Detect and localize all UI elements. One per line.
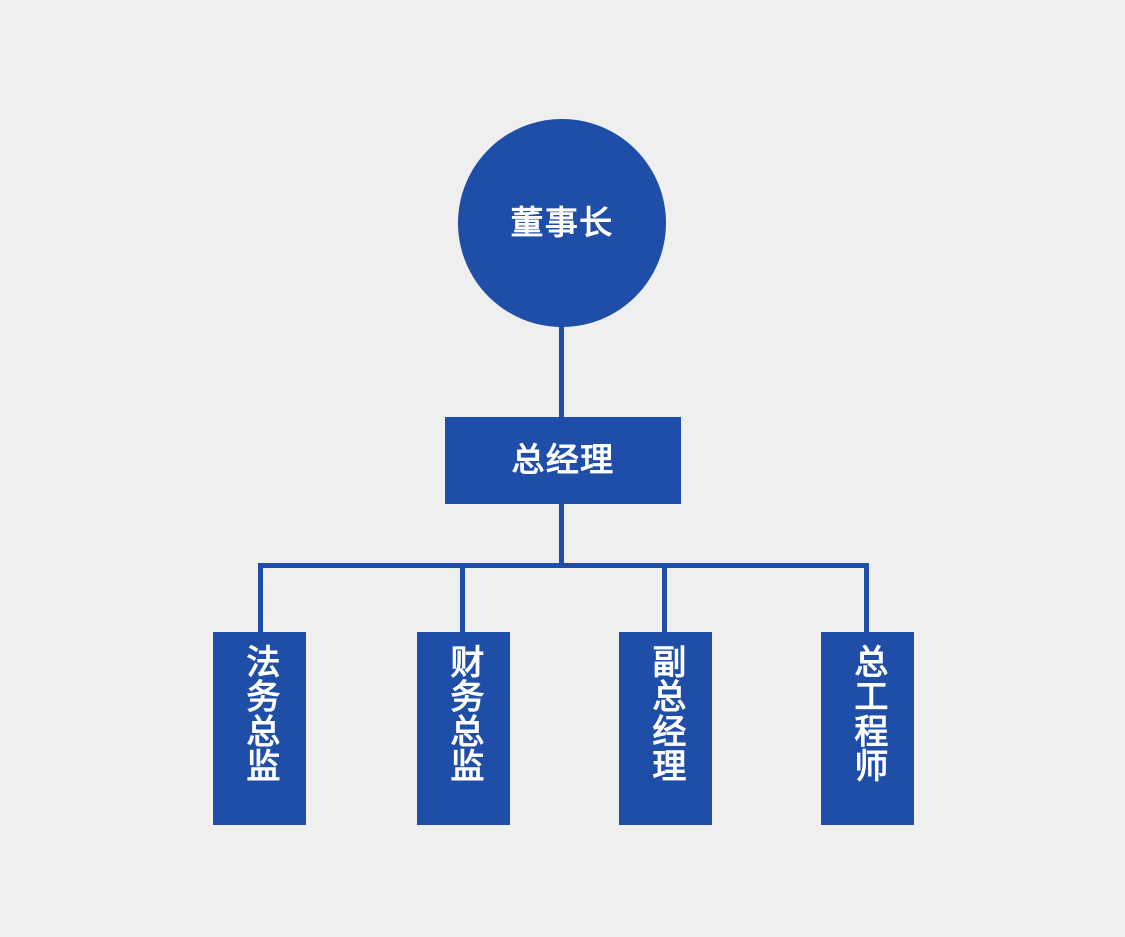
node-general-manager[interactable]: 总经理 bbox=[445, 417, 681, 504]
connector-drop-3 bbox=[662, 563, 667, 633]
node-finance-director[interactable]: 财务总监 bbox=[417, 632, 510, 825]
node-chief-engineer-label: 总工程师 bbox=[848, 644, 887, 783]
connector-horizontal-bus bbox=[258, 563, 869, 568]
node-chief-engineer[interactable]: 总工程师 bbox=[821, 632, 914, 825]
connector-drop-4 bbox=[864, 563, 869, 633]
connector-root-to-middle bbox=[559, 325, 564, 419]
node-deputy-general-manager[interactable]: 副总经理 bbox=[619, 632, 712, 825]
node-general-manager-label: 总经理 bbox=[511, 441, 615, 479]
connector-middle-to-bus bbox=[559, 503, 564, 566]
node-legal-director-label: 法务总监 bbox=[240, 644, 279, 783]
node-chairman[interactable]: 董事长 bbox=[458, 119, 666, 327]
node-finance-director-label: 财务总监 bbox=[444, 644, 483, 783]
connector-drop-2 bbox=[460, 563, 465, 633]
connector-drop-1 bbox=[258, 563, 263, 633]
node-chairman-label: 董事长 bbox=[510, 203, 614, 241]
node-legal-director[interactable]: 法务总监 bbox=[213, 632, 306, 825]
node-deputy-general-manager-label: 副总经理 bbox=[646, 644, 685, 783]
